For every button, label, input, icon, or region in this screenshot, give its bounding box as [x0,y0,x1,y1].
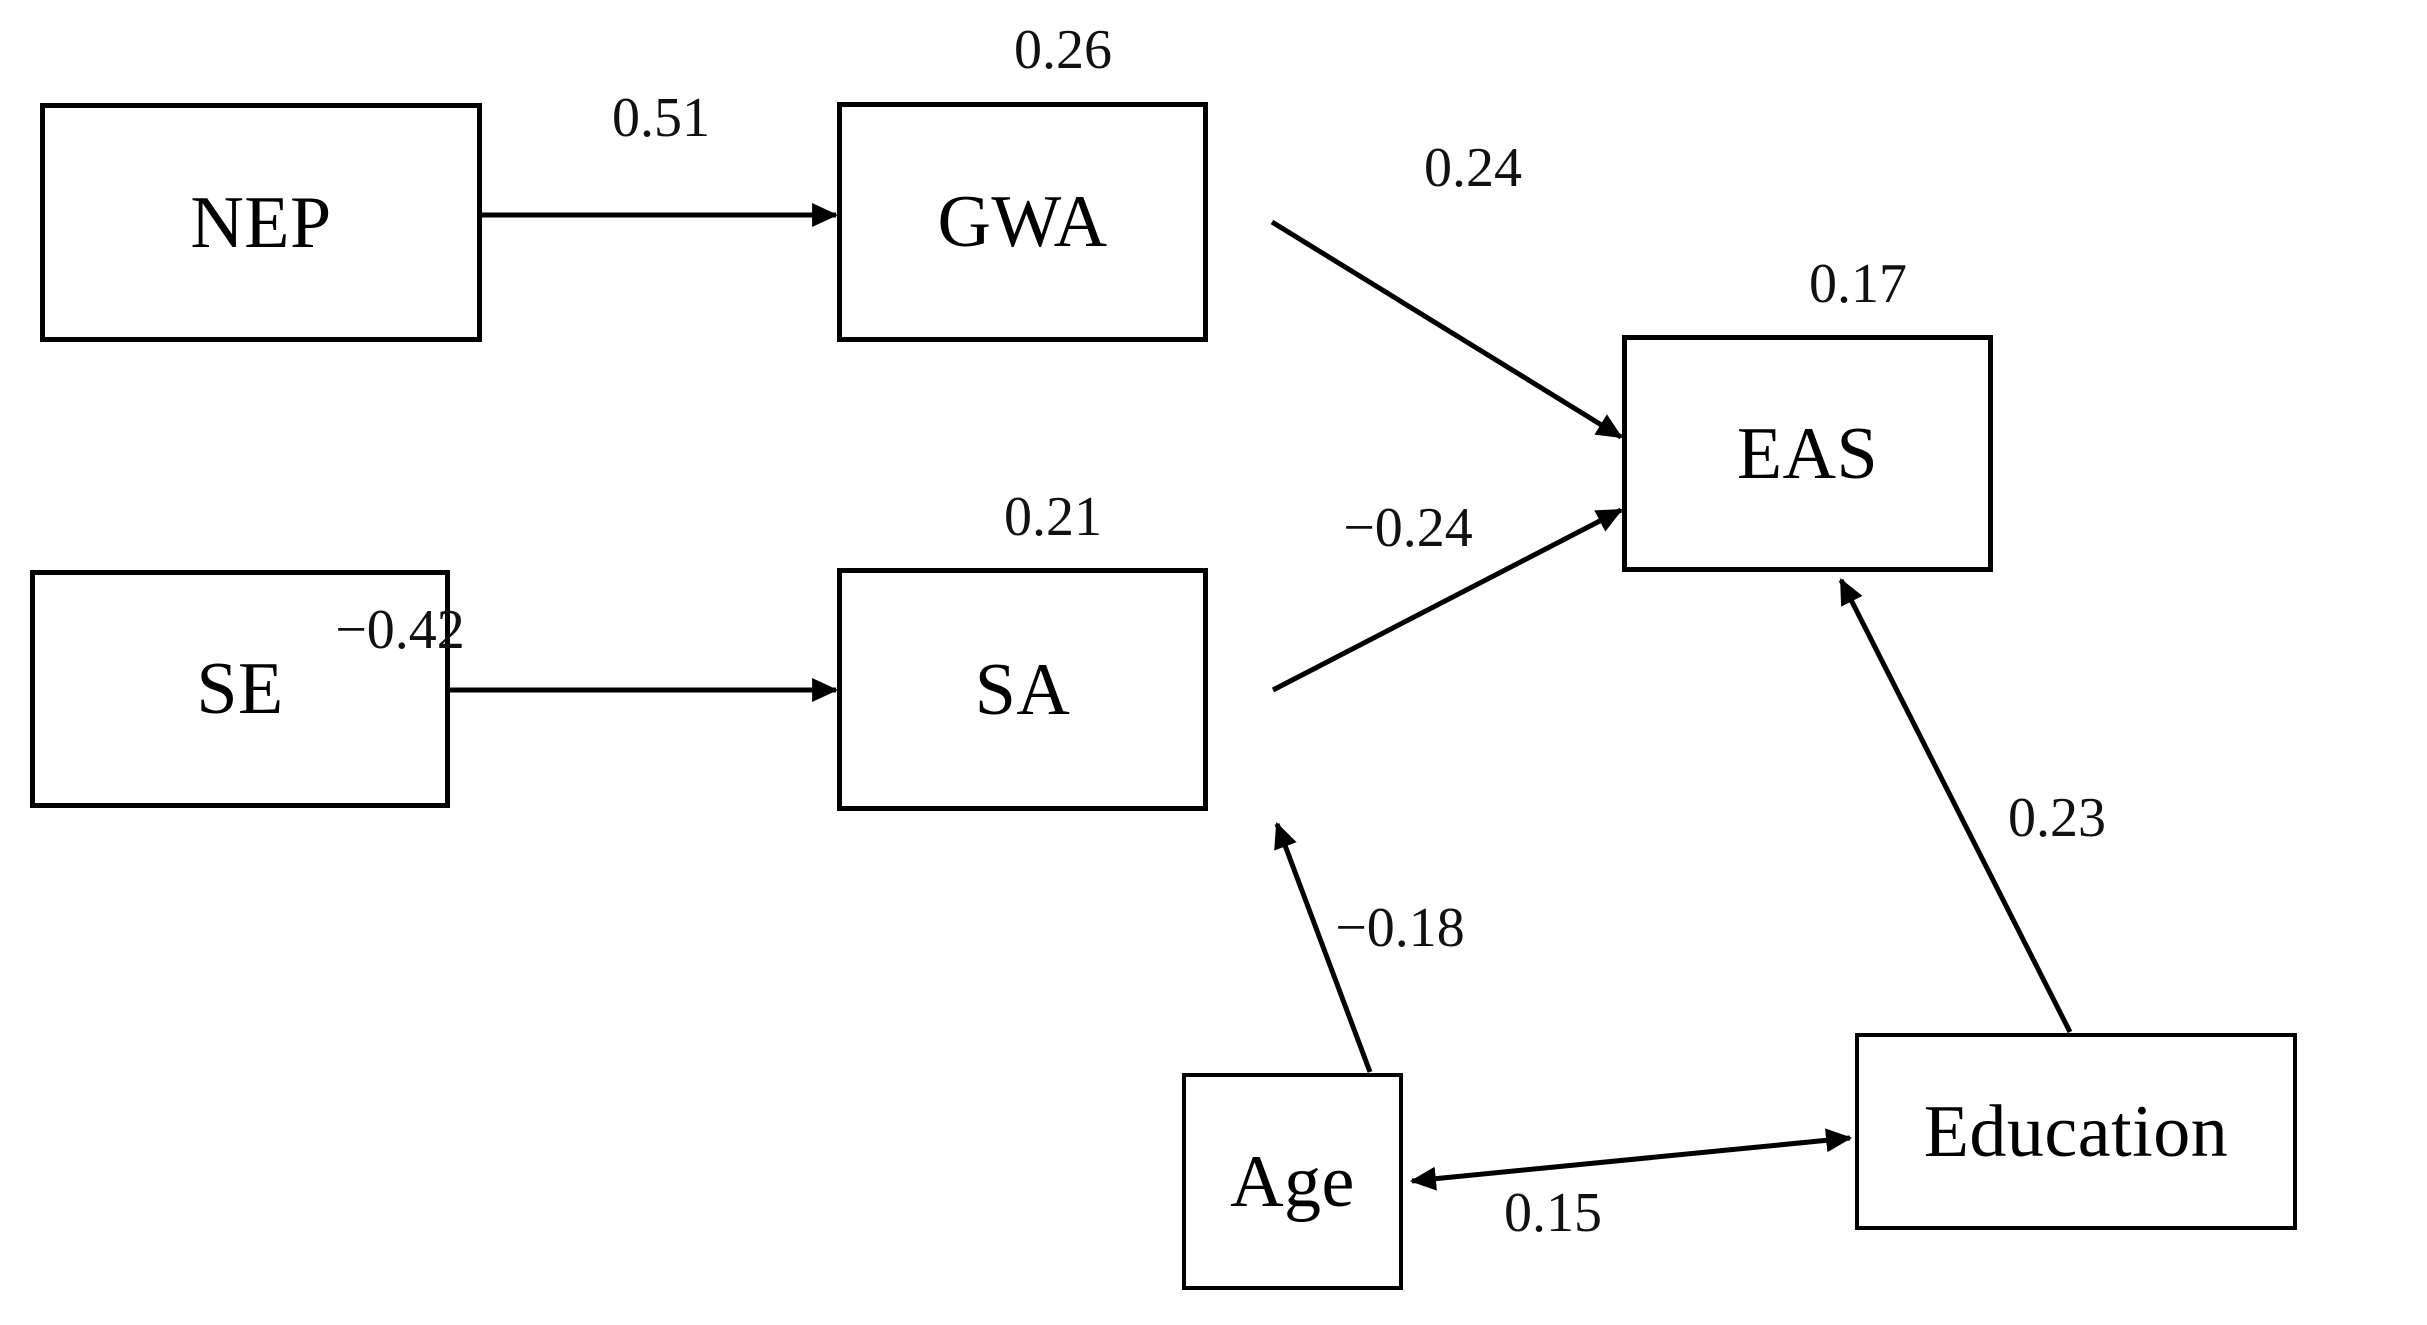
r2-label-gwa: 0.26 [1014,19,1112,81]
node-label-sa: SA [974,648,1071,731]
path-coefficient-sa-eas: −0.24 [1343,497,1473,559]
node-label-age: Age [1230,1140,1355,1223]
node-label-se: SE [196,648,284,730]
node-label-eas: EAS [1736,412,1879,495]
path-line-age-sa [1274,822,1373,1073]
path-coefficient-gwa-eas: 0.24 [1424,137,1522,199]
path-coefficient-age-sa: −0.18 [1335,897,1465,959]
path-coefficient-nep-gwa: 0.51 [612,87,710,149]
path-coefficient-se-sa: −0.42 [335,599,465,661]
node-label-gwa: GWA [937,181,1108,263]
path-coefficient-age-education: 0.15 [1504,1182,1602,1244]
node-label-education: Education [1923,1090,2229,1173]
r2-label-eas: 0.17 [1809,253,1907,315]
node-eas[interactable]: EAS [1622,335,1993,572]
path-line-sa-eas [1271,507,1623,693]
node-sa[interactable]: SA [837,568,1208,811]
node-age[interactable]: Age [1182,1073,1403,1290]
path-line-gwa-eas [1270,219,1623,440]
node-nep[interactable]: NEP [40,103,482,342]
node-gwa[interactable]: GWA [837,102,1208,342]
node-label-nep: NEP [190,181,332,264]
path-line-age-education [1409,1128,1853,1191]
path-line-edu-eas [1838,578,2073,1034]
r2-label-sa: 0.21 [1004,486,1102,548]
path-coefficient-edu-eas: 0.23 [2008,787,2106,849]
node-se[interactable]: SE [30,570,450,808]
node-education[interactable]: Education [1855,1033,2297,1230]
